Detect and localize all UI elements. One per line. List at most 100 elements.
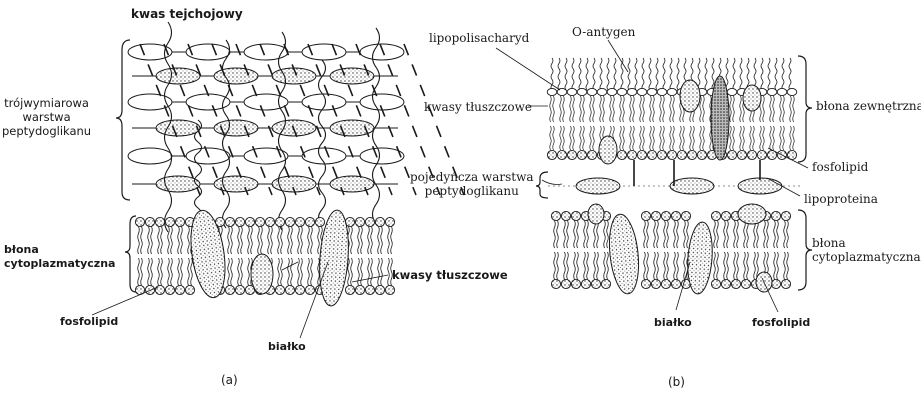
membrane-b-tail [607,221,609,248]
phospholipid-tail [693,126,694,150]
lps-tail [570,96,571,122]
lps-head [617,88,627,95]
lps-tail [560,96,561,122]
membrane-b-head [741,279,750,288]
lps-tail [550,96,551,122]
lps-head [647,88,657,95]
phospholipid-head [647,150,656,159]
membrane-a-head [165,217,174,226]
membrane-a-tail [288,227,290,254]
membrane-a-tail [361,258,363,285]
membrane-a-tail [378,258,380,285]
membrane-a-tail [248,227,250,254]
membrane-b-head [651,211,660,220]
membrane-b-tail [564,252,566,279]
leader-fatty-acids-a2 [352,275,388,282]
brace-membrane-b [798,210,812,290]
phospholipid-tail [770,126,771,150]
porin-protein [711,76,729,160]
phospholipid-tail [763,126,764,150]
phospholipid-head [637,150,646,159]
membrane-a-tail [278,258,280,285]
membrane-b-tail [657,252,659,279]
membrane-a-head [385,285,394,294]
membrane-b-tail [554,221,556,248]
membrane-a-tail [381,227,383,254]
inner-protein-3 [686,221,715,294]
peptide-crosslink [164,44,224,195]
membrane-a-tail [388,258,390,285]
membrane-b-head [771,211,780,220]
membrane-a-head [345,285,354,294]
membrane-b-tail [557,221,559,248]
o-antigen-chain [775,58,777,90]
peptide-crosslink [236,44,296,195]
membrane-b-tail [744,252,746,279]
phospholipid-tail [673,126,674,150]
membrane-a-head [295,285,304,294]
membrane-a-head [315,217,324,226]
membrane-b-tail [734,221,736,248]
o-antigen-chain [593,58,595,90]
membrane-a-tail [188,258,190,285]
lps-tail [620,96,621,122]
membrane-a-tail [151,258,153,285]
lps-tail [673,96,674,122]
membrane-a-tail [301,227,303,254]
membrane-a-head [265,217,274,226]
membrane-b-tail [787,221,789,248]
lps-tail [660,96,661,122]
membrane-a-head [175,217,184,226]
phospholipid-head [747,150,756,159]
membrane-a-tail [148,227,150,254]
leader-o-antigen [608,40,628,72]
phospholipid-tail [760,126,761,150]
o-antigen-chain [656,58,658,90]
o-antigen-chain [558,58,560,90]
membrane-a-head [355,285,364,294]
membrane-a-tail [238,227,240,254]
phospholipid-tail [730,126,731,150]
lps-head [547,88,557,95]
membrane-b-tail [657,221,659,248]
o-antigen-chain [726,58,728,90]
label-teichoic-acid: kwas tejchojowy [131,7,243,21]
phospholipid-head [737,150,746,159]
membrane-a-head [365,285,374,294]
o-antigen-chain [747,58,749,90]
membrane-a-head [305,285,314,294]
lps-head [787,88,797,95]
lps-head [667,88,677,95]
membrane-b-tail [727,252,729,279]
lps-head [727,88,737,95]
membrane-b-tail [767,221,769,248]
phospholipid-head [677,150,686,159]
peptidoglycan-unit [156,176,200,192]
membrane-b-tail [577,252,579,279]
lps-tail [740,96,741,122]
membrane-b-tail [784,221,786,248]
lps-tail [650,96,651,122]
label-protein-b: białko [654,316,692,330]
o-antigen-chain [677,58,679,90]
membrane-b-tail [674,221,676,248]
phospholipid-head [577,150,586,159]
membrane-b-tail [587,221,589,248]
membrane-b-head [681,211,690,220]
lps-head [567,88,577,95]
membrane-a-tail [141,258,143,285]
membrane-b-tail [594,221,596,248]
phospholipid-tail [593,126,594,150]
membrane-a-tail [188,227,190,254]
membrane-b-tail [584,221,586,248]
peptidoglycan-unit [128,148,172,164]
membrane-a-head [285,217,294,226]
membrane-b-head [711,279,720,288]
peptidoglycan-unit [330,176,374,192]
membrane-b-tail [574,252,576,279]
inner-protein-4 [738,204,766,224]
membrane-a-head [365,217,374,226]
o-antigen-chain [565,58,567,90]
membrane-b-tail [574,221,576,248]
phospholipid-tail [583,126,584,150]
